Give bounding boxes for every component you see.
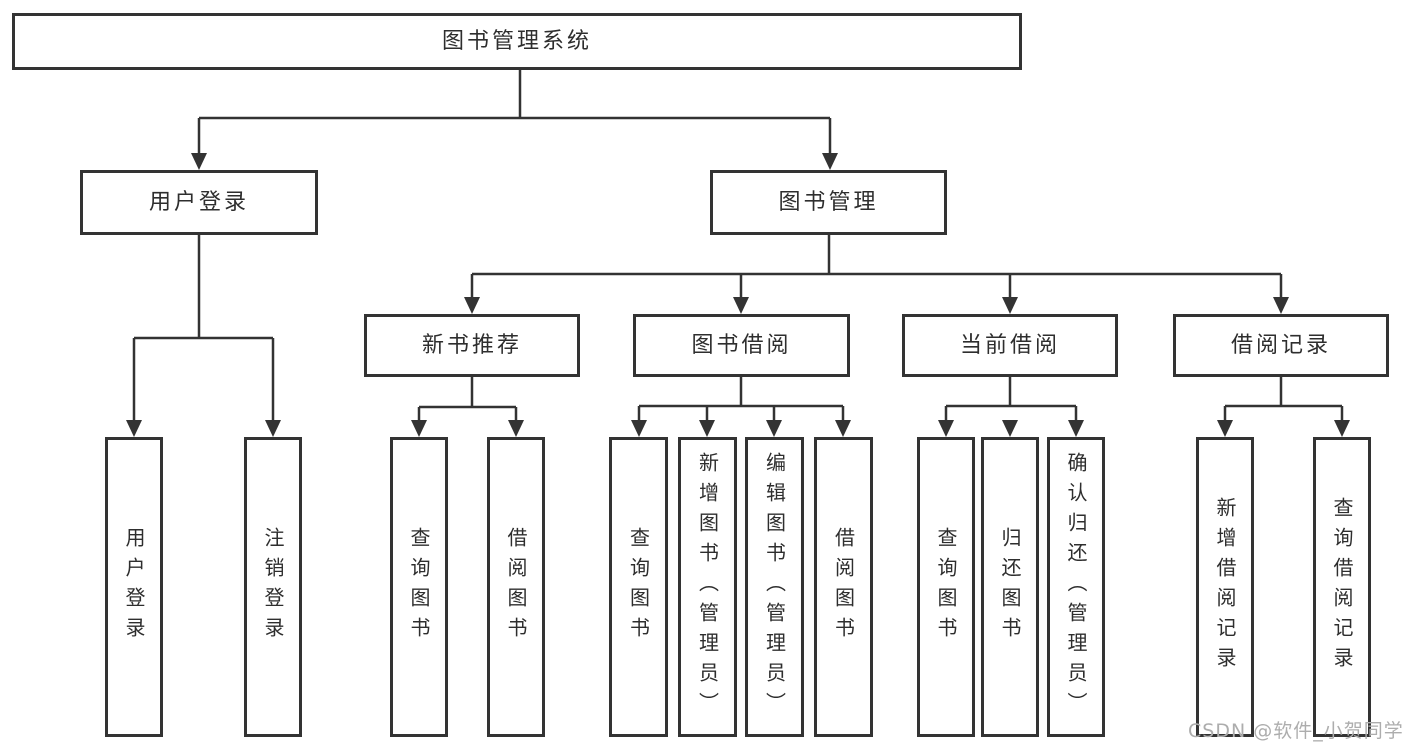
leaf-confirm-return-admin: 确认归还（管理员） (1047, 437, 1105, 737)
leaf-query-books-1: 查询图书 (390, 437, 448, 737)
node-label: 图书管理系统 (441, 28, 592, 54)
node-label: 查询图书 (626, 527, 651, 647)
leaf-add-borrow-record: 新增借阅记录 (1196, 437, 1254, 737)
node-new-book-recommend: 新书推荐 (364, 314, 580, 377)
node-label: 确认归还（管理员） (1064, 452, 1088, 722)
node-label: 注销登录 (261, 527, 285, 647)
node-label: 归还图书 (998, 527, 1022, 647)
node-label: 编辑图书（管理员） (762, 452, 787, 722)
node-user-login: 用户登录 (80, 170, 318, 235)
arrowheads (126, 153, 1350, 437)
node-label: 新增图书（管理员） (695, 452, 720, 722)
node-label: 借阅图书 (831, 527, 856, 647)
node-label: 图书借阅 (691, 332, 792, 358)
node-label: 当前借阅 (959, 332, 1060, 358)
node-label: 查询图书 (934, 527, 958, 647)
csdn-watermark: CSDN @软件_小贺同学 (1188, 720, 1404, 742)
node-label: 查询图书 (407, 527, 431, 647)
leaf-borrow-books-1: 借阅图书 (487, 437, 545, 737)
leaf-add-book-admin: 新增图书（管理员） (678, 437, 737, 737)
leaf-borrow-books-2: 借阅图书 (814, 437, 873, 737)
node-label: 借阅图书 (504, 527, 528, 647)
node-label: 用户登录 (122, 527, 146, 647)
node-book-management: 图书管理 (710, 170, 947, 235)
leaf-logout: 注销登录 (244, 437, 302, 737)
leaf-return-book: 归还图书 (981, 437, 1039, 737)
node-label: 新增借阅记录 (1213, 497, 1237, 677)
node-label: 图书管理 (778, 189, 879, 215)
node-label: 新书推荐 (421, 332, 522, 358)
node-library-system: 图书管理系统 (12, 13, 1022, 70)
leaf-edit-book-admin: 编辑图书（管理员） (745, 437, 804, 737)
leaf-query-books-2: 查询图书 (609, 437, 668, 737)
node-label: 查询借阅记录 (1330, 497, 1354, 677)
leaf-user-login: 用户登录 (105, 437, 163, 737)
leaf-query-books-3: 查询图书 (917, 437, 975, 737)
node-current-borrowing: 当前借阅 (902, 314, 1118, 377)
node-label: 借阅记录 (1230, 332, 1331, 358)
leaf-query-borrow-record: 查询借阅记录 (1313, 437, 1371, 737)
node-book-borrowing: 图书借阅 (633, 314, 850, 377)
node-label: 用户登录 (148, 189, 249, 215)
node-borrowing-records: 借阅记录 (1173, 314, 1389, 377)
